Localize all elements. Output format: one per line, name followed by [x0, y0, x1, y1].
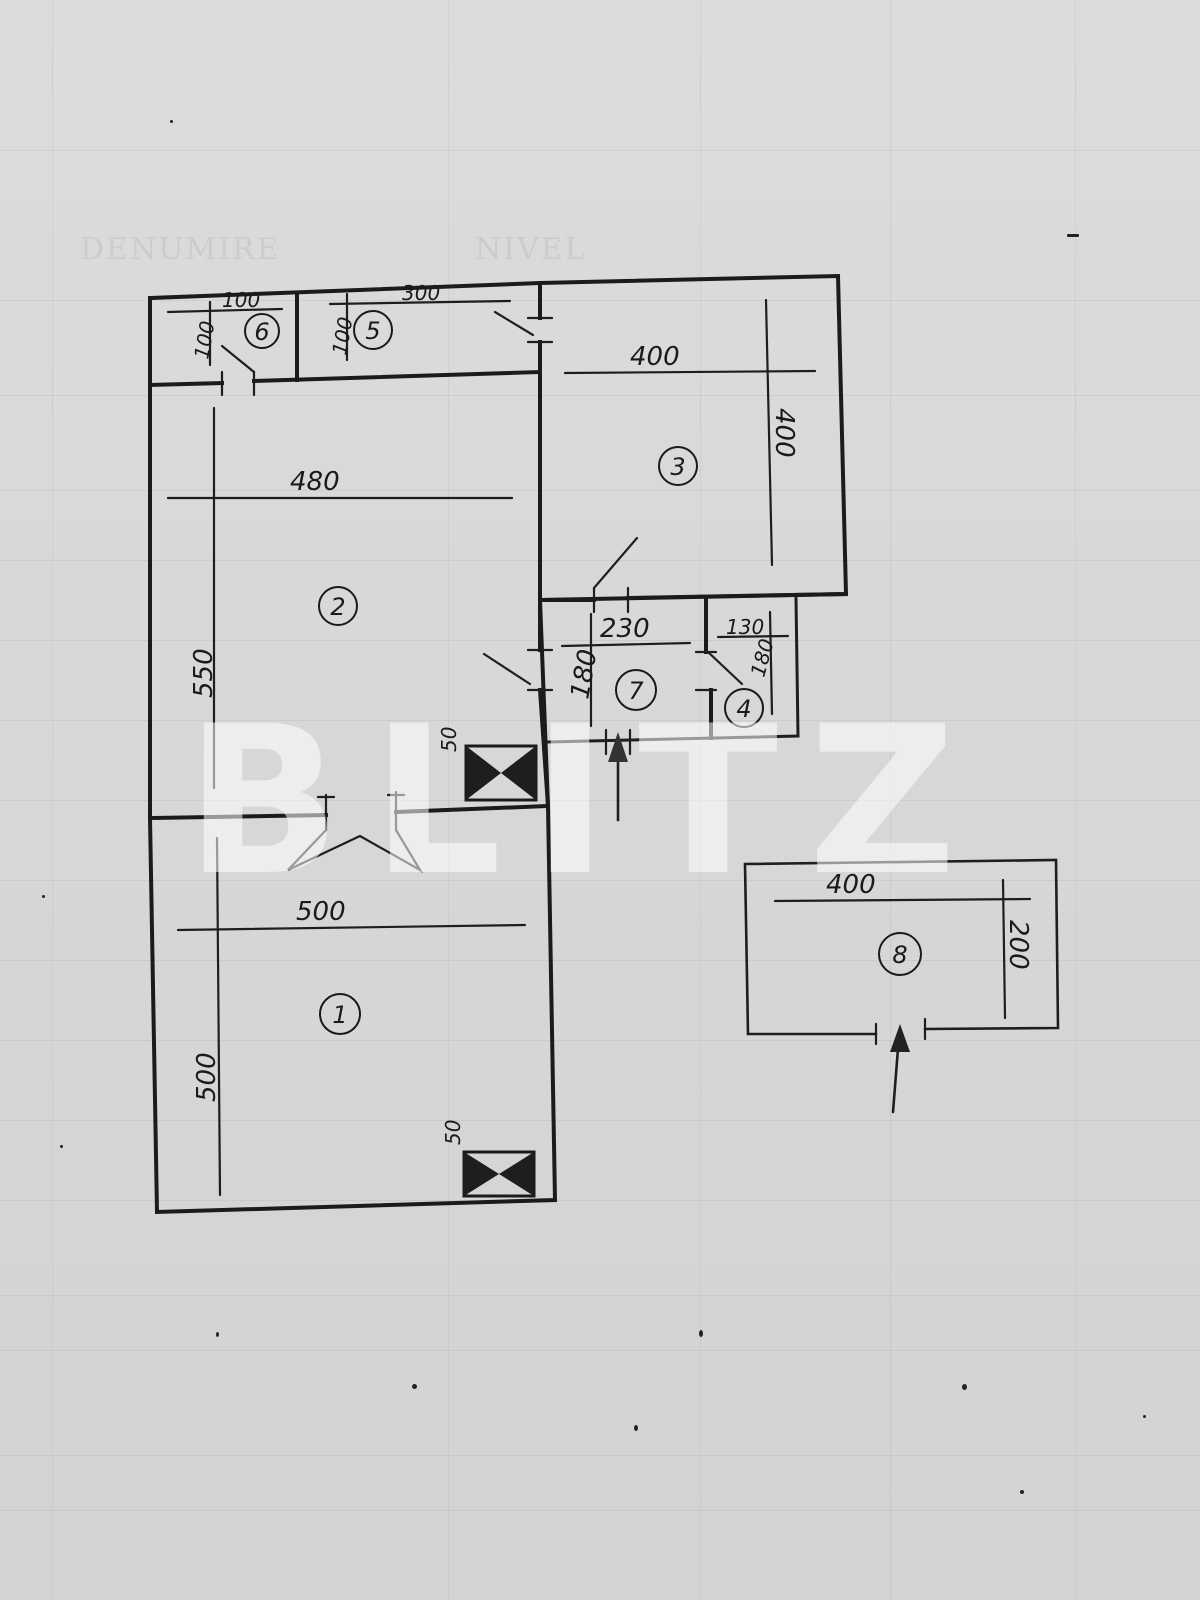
room-6-length-label: 100	[189, 319, 219, 361]
room-3-number: 3	[670, 453, 685, 481]
dimension-lines	[166, 292, 1032, 1197]
room-4-width-label: 130	[726, 615, 764, 639]
room-3-length-label: 400	[769, 408, 799, 458]
radiator-icon-2	[462, 1150, 536, 1198]
radiator-1-dimension: 50	[437, 727, 461, 752]
room-marker-8: 8	[878, 932, 922, 976]
room-6-number: 6	[254, 318, 269, 346]
room-8-entrance-arrow-icon	[890, 1024, 910, 1114]
room-marker-6: 6	[244, 313, 280, 349]
room-4-number: 4	[736, 695, 751, 723]
room-6-width-label: 100	[222, 288, 260, 312]
room-8-number: 8	[892, 941, 907, 969]
room-marker-5: 5	[353, 310, 393, 350]
room-2-length-label: 550	[189, 648, 219, 698]
door-symbols	[220, 310, 744, 874]
room-marker-2: 2	[318, 586, 358, 626]
room-2-width-label: 480	[290, 467, 340, 497]
entrance-arrow-icon	[608, 732, 628, 822]
radiator-2-dimension: 50	[441, 1120, 465, 1145]
room-8-width-label: 400	[826, 870, 876, 900]
room-marker-7: 7	[615, 669, 657, 711]
room-5-length-label: 100	[327, 315, 357, 357]
room-7-length-label: 180	[565, 647, 603, 701]
room-4-length-label: 180	[746, 636, 779, 679]
room-5-width-label: 300	[402, 281, 440, 305]
ghost-text-denumire: DENUMIRE	[80, 232, 281, 267]
room-marker-3: 3	[658, 446, 698, 486]
radiator-icon-1	[464, 744, 538, 802]
room-7-number: 7	[628, 677, 644, 705]
outer-walls	[147, 273, 849, 1215]
room-3-width-label: 400	[630, 342, 680, 372]
room-5-number: 5	[365, 317, 380, 345]
ghost-text-nivel: NIVEL	[475, 232, 587, 267]
room-7-width-label: 230	[600, 614, 650, 644]
room-8-length-label: 200	[1003, 920, 1033, 970]
room-2-number: 2	[330, 593, 345, 621]
room-marker-4: 4	[724, 688, 764, 728]
room-1-length-label: 500	[192, 1052, 222, 1102]
room-1-number: 1	[332, 1001, 347, 1029]
room-marker-1: 1	[319, 993, 361, 1035]
room-1-width-label: 500	[296, 897, 346, 927]
room-8-walls	[743, 858, 1060, 1046]
